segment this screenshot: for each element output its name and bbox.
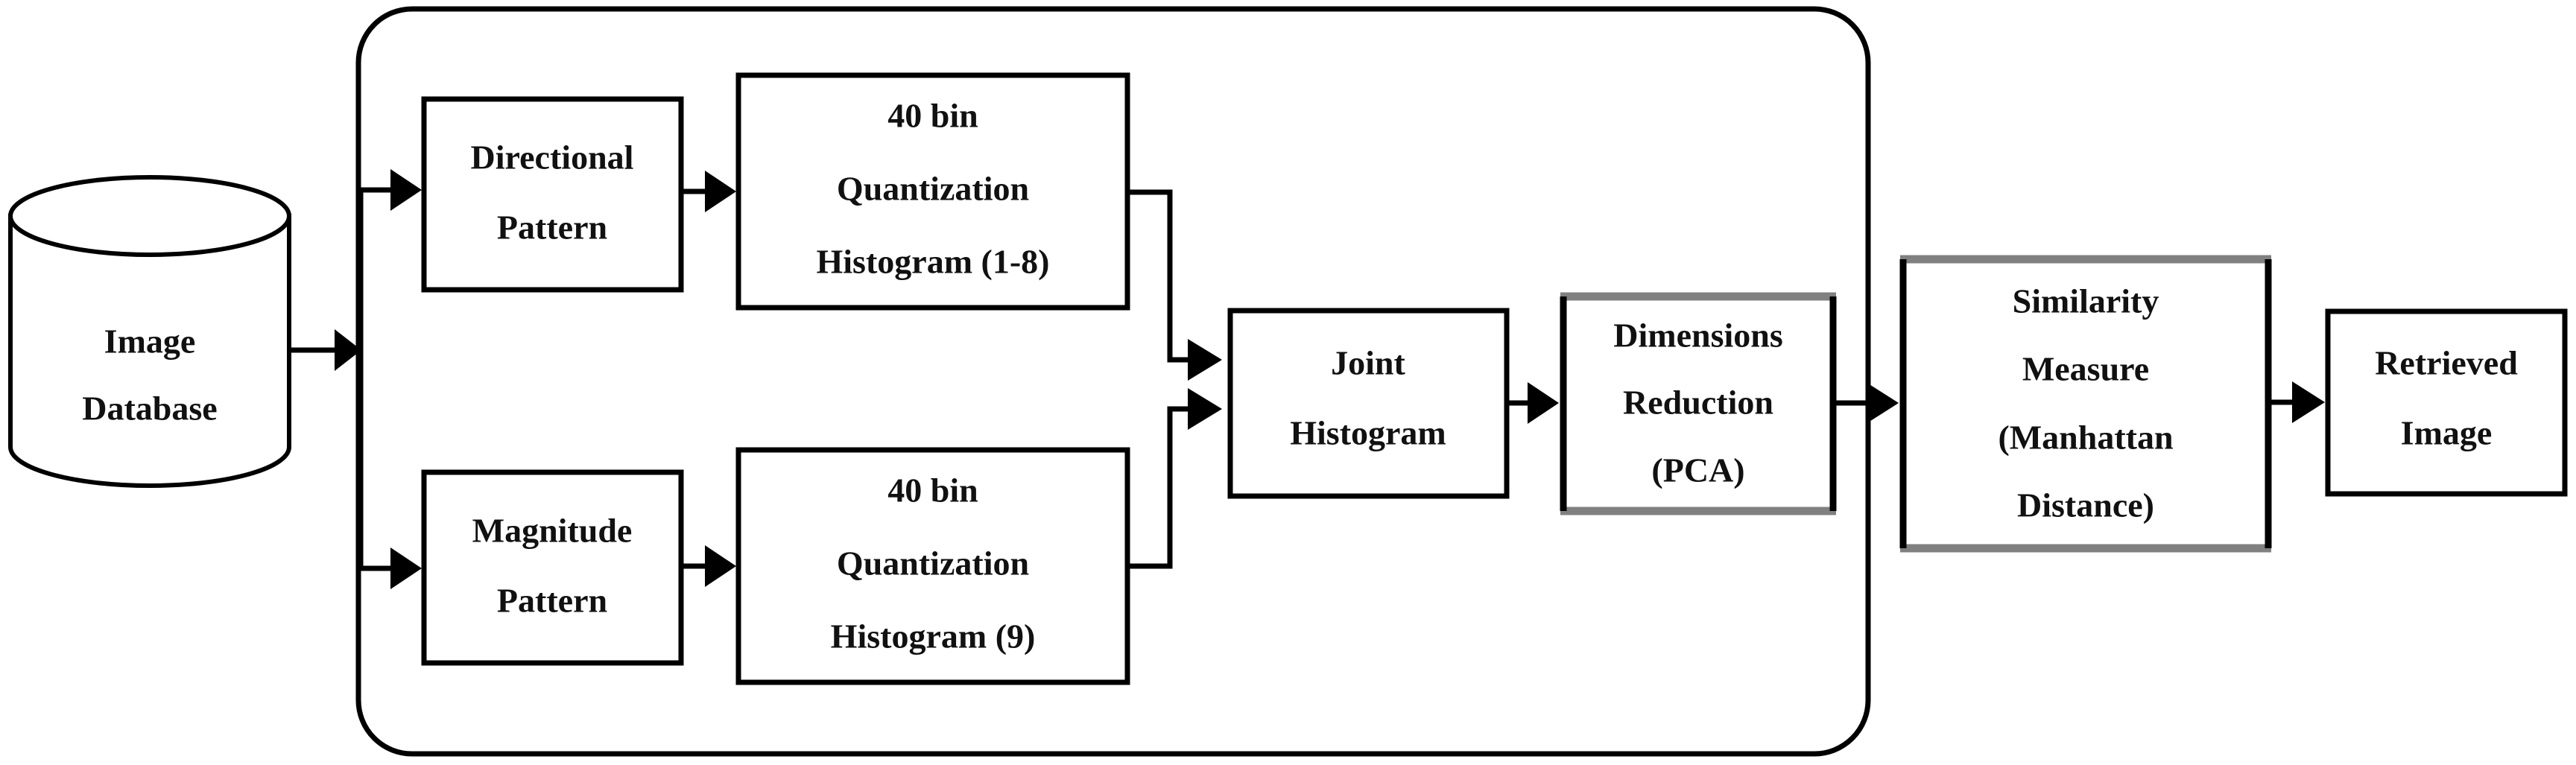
magnitude-pattern-line1: Magnitude [472,512,633,550]
directional-pattern-line1: Directional [471,139,634,177]
arrow-head-icon [1866,382,1899,424]
node-dimensions-reduction: Dimensions Reduction (PCA) [1560,292,1837,515]
similarity-measure-line2: Measure [2022,350,2149,388]
edge-joint-to-pca [1507,382,1559,424]
arrow-head-icon [335,329,361,371]
image-database-line2: Database [82,390,217,428]
similarity-measure-line3: (Manhattan [1998,419,2173,457]
dimensions-reduction-line3: (PCA) [1651,451,1744,489]
edge-database-to-group [290,329,361,371]
node-magnitude-pattern: Magnitude Pattern [421,469,684,666]
edge-histogram-bottom-to-joint [1127,388,1222,569]
histogram-top-line3: Histogram (1-8) [817,243,1050,281]
node-retrieved-image: Retrieved Image [2325,308,2568,497]
histogram-bottom-line3: Histogram (9) [831,618,1036,656]
arrow-head-icon [1188,388,1222,430]
histogram-bottom-line1: 40 bin [887,472,978,510]
arrow-head-icon [390,547,422,589]
cylinder-body [8,214,291,488]
edge-pca-to-similarity [1836,382,1899,424]
dimensions-reduction-line2: Reduction [1623,384,1773,422]
joint-histogram-line2: Histogram [1290,414,1446,452]
node-similarity-measure: Similarity Measure (Manhattan Distance) [1899,255,2272,553]
histogram-bottom-line2: Quantization [837,545,1029,583]
arrow-head-icon [1188,339,1222,381]
edge-similarity-to-retrieved [2270,381,2325,423]
similarity-measure-line4: Distance) [2017,486,2154,524]
directional-pattern-line2: Pattern [497,209,607,247]
histogram-top-line1: 40 bin [887,97,978,135]
node-image-database: Image Database [8,175,291,488]
node-histogram-bottom: 40 bin Quantization Histogram (9) [735,447,1130,685]
arrow-head-icon [705,545,736,587]
dimensions-reduction-line1: Dimensions [1613,317,1782,355]
edge-directional-to-histogram-top [682,171,736,212]
arrow-head-icon [2292,381,2325,423]
edge-histogram-top-to-joint [1127,189,1222,381]
retrieved-image-line2: Image [2401,414,2493,452]
node-histogram-top: 40 bin Quantization Histogram (1-8) [735,72,1130,311]
edge-magnitude-to-histogram-bottom [682,545,736,587]
image-database-line1: Image [104,323,196,361]
magnitude-pattern-line2: Pattern [497,582,607,620]
joint-histogram-line1: Joint [1331,344,1405,382]
similarity-measure-line1: Similarity [2013,282,2159,320]
arrow-head-icon [1528,382,1559,424]
edge-split-spine [358,169,422,589]
histogram-top-line2: Quantization [837,170,1029,208]
arrow-head-icon [705,171,736,212]
node-directional-pattern: Directional Pattern [421,96,684,293]
cylinder-top [8,175,291,257]
retrieved-image-line1: Retrieved [2375,344,2518,382]
node-joint-histogram: Joint Histogram [1227,308,1510,499]
arrow-head-icon [390,169,422,211]
